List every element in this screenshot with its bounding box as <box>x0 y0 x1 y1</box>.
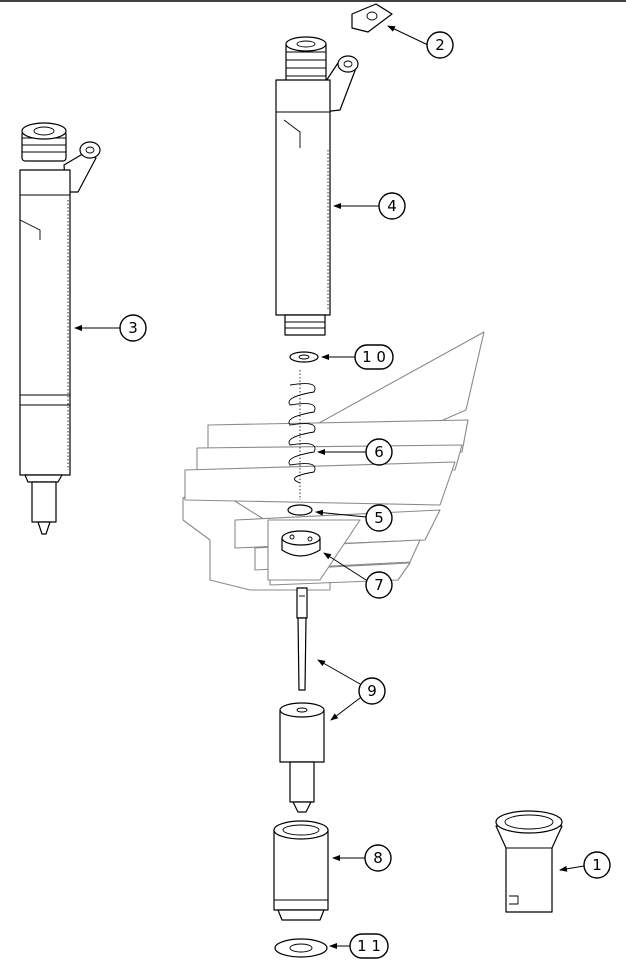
callout-11: 1 1 <box>349 933 389 959</box>
injector-assembly-left <box>19 122 101 535</box>
callout-4: 4 <box>378 192 406 220</box>
injector-sleeve <box>495 810 563 913</box>
callout-5-label: 5 <box>374 509 384 527</box>
intermediate-plate <box>281 530 321 557</box>
leader-2 <box>387 25 429 46</box>
shim <box>287 504 313 516</box>
callout-1: 1 <box>583 851 611 879</box>
spring <box>288 370 316 500</box>
callout-3: 3 <box>119 314 147 342</box>
callout-8: 8 <box>364 844 392 872</box>
callout-9-label: 9 <box>367 682 377 700</box>
callout-2: 2 <box>426 31 454 59</box>
callout-9: 9 <box>358 677 386 705</box>
callout-6: 6 <box>365 438 393 466</box>
callout-2-label: 2 <box>435 36 445 54</box>
washer-small <box>289 351 319 363</box>
callout-7: 7 <box>365 571 393 599</box>
callout-11-label: 1 1 <box>357 937 381 955</box>
callout-6-label: 6 <box>374 443 384 461</box>
nozzle-nut <box>273 820 329 921</box>
nozzle-body <box>279 702 325 813</box>
callout-3-label: 3 <box>128 319 138 337</box>
brand-logo-watermark <box>182 331 485 591</box>
callout-7-label: 7 <box>374 576 384 594</box>
leader-lines <box>74 25 585 949</box>
leader-5 <box>315 509 367 518</box>
leader-7 <box>323 552 367 581</box>
leader-9a <box>317 659 361 685</box>
leader-9b <box>330 697 361 721</box>
callout-1-label: 1 <box>592 856 602 874</box>
injector-body-center <box>275 36 359 336</box>
washer-large <box>274 938 328 958</box>
nozzle-needle <box>296 587 308 691</box>
callout-5: 5 <box>365 504 393 532</box>
callout-10: 1 0 <box>354 344 394 370</box>
leader-1 <box>559 865 585 872</box>
callout-8-label: 8 <box>373 849 383 867</box>
callout-10-label: 1 0 <box>362 348 386 366</box>
callout-4-label: 4 <box>387 197 397 215</box>
clip-fitting <box>351 3 393 33</box>
